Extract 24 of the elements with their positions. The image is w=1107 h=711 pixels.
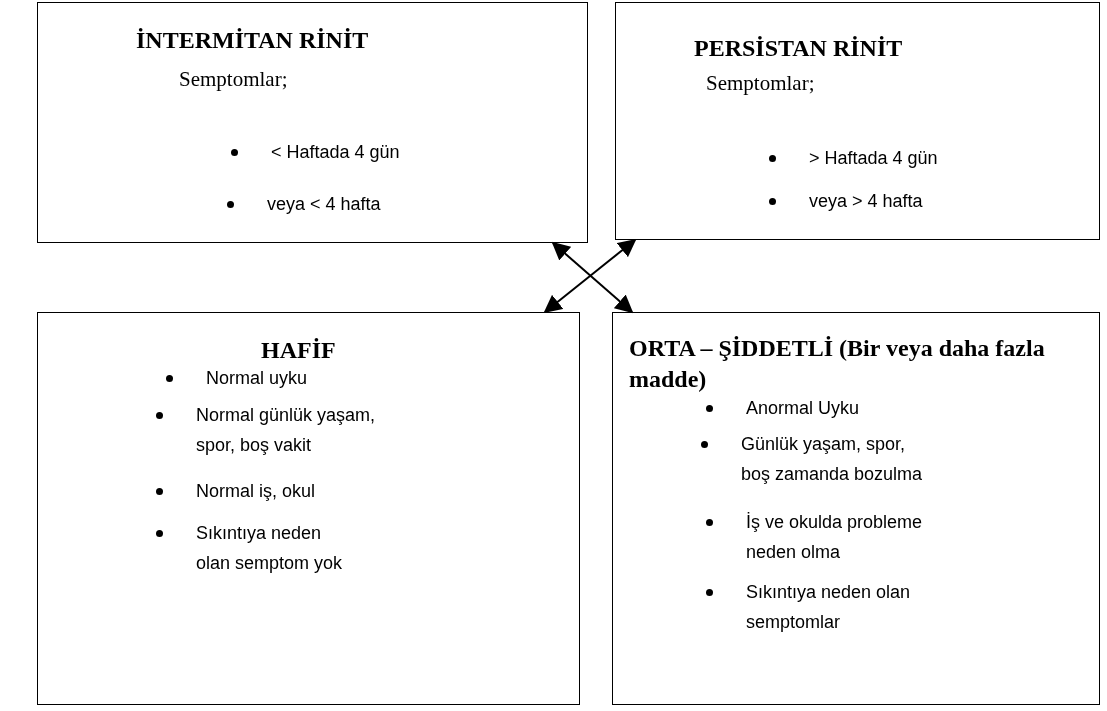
list-item: Anormal Uyku [746,397,861,420]
category-box [37,2,588,243]
double-arrow [551,241,634,314]
category-box [612,312,1100,705]
category-box [37,312,580,705]
list-item: veya > 4 hafta [809,190,924,213]
box-heading: PERSİSTAN RİNİT [694,34,904,63]
box-heading: HAFİF [261,336,337,365]
list-item: < Haftada 4 gün [271,141,401,164]
double-arrow [543,238,637,314]
box-heading: İNTERMİTAN RİNİT [136,26,370,55]
list-item: Normal günlük yaşam, spor, boş vakit [196,404,377,457]
list-item: Sıkıntıya neden olan semptom yok [196,522,344,575]
list-item: Normal uyku [206,367,309,390]
box-heading: ORTA – ŞİDDETLİ (Bir veya daha fazla madde) [629,334,1046,394]
list-item: İş ve okulda probleme neden olma [746,511,924,564]
subheading: Semptomlar; [179,66,289,93]
subheading: Semptomlar; [706,70,816,97]
list-item: > Haftada 4 gün [809,147,939,170]
list-item: veya < 4 hafta [267,193,382,216]
category-box [615,2,1100,240]
list-item: Günlük yaşam, spor, boş zamanda bozulma [741,433,924,486]
list-item: Sıkıntıya neden olan semptomlar [746,581,912,634]
list-item: Normal iş, okul [196,480,317,503]
